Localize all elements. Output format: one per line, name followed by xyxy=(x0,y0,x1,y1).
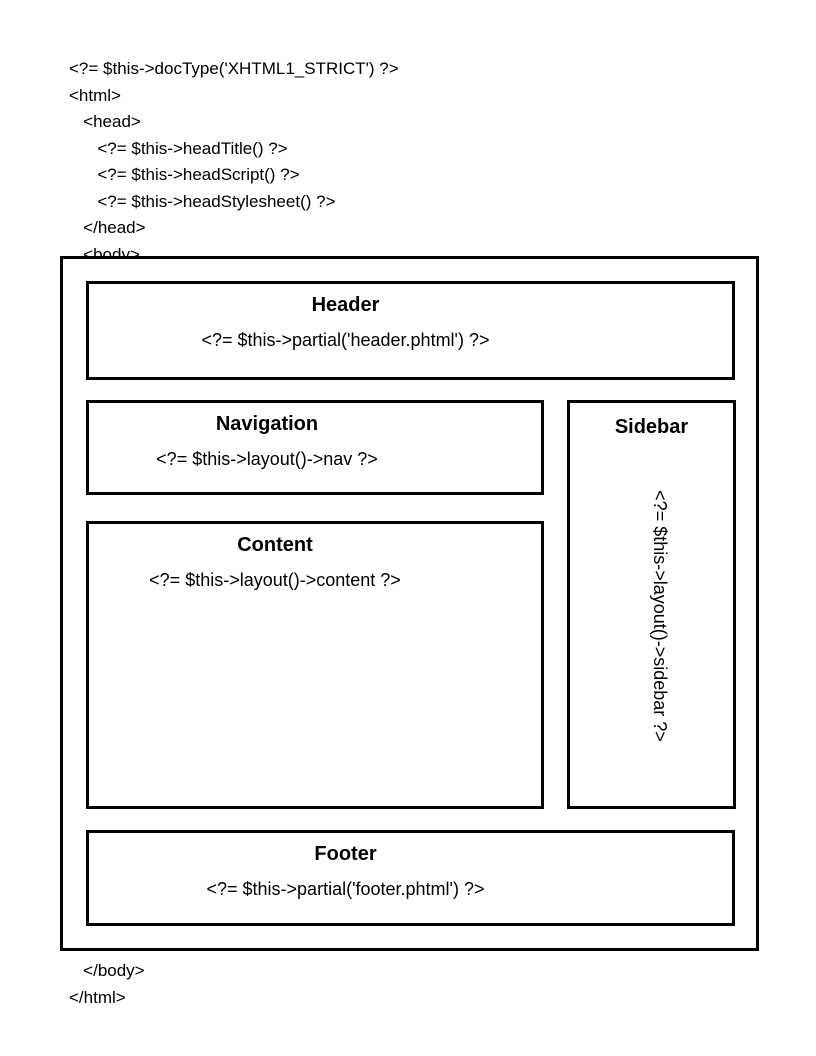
navigation-box-stack: Navigation <?= $this->layout()->nav ?> xyxy=(156,412,378,472)
content-box-code: <?= $this->layout()->content ?> xyxy=(149,570,401,590)
sidebar-box-code: <?= $this->layout()->sidebar ?> xyxy=(649,490,670,742)
code-line: <?= $this->headTitle() ?> xyxy=(69,138,288,158)
bottom-code-listing: </body> </html> xyxy=(69,958,145,1011)
header-box-stack: Header <?= $this->partial('header.phtml'… xyxy=(201,293,489,353)
content-box-stack: Content <?= $this->layout()->content ?> xyxy=(149,533,401,593)
content-box-content: Content <?= $this->layout()->content ?> xyxy=(89,533,541,593)
footer-box-stack: Footer <?= $this->partial('footer.phtml'… xyxy=(206,842,484,902)
header-box-content: Header <?= $this->partial('header.phtml'… xyxy=(89,293,732,353)
code-line: <?= $this->headStylesheet() ?> xyxy=(69,191,336,211)
footer-box-code: <?= $this->partial('footer.phtml') ?> xyxy=(206,879,485,899)
header-box-code: <?= $this->partial('header.phtml') ?> xyxy=(201,330,490,350)
code-line: </head> xyxy=(69,218,146,237)
header-box-title: Header xyxy=(311,294,380,316)
top-code-listing: <?= $this->docType('XHTML1_STRICT') ?> <h… xyxy=(69,56,399,268)
code-line: </html> xyxy=(69,987,126,1007)
code-line: <?= $this->docType('XHTML1_STRICT') ?> xyxy=(69,59,399,78)
navigation-box-code: <?= $this->layout()->nav ?> xyxy=(156,449,378,469)
sidebar-box-code-wrapper: <?= $this->layout()->sidebar ?> xyxy=(570,455,733,805)
sidebar-box: Sidebar <?= $this->layout()->sidebar ?> xyxy=(567,400,736,809)
code-line: <?= $this->headScript() ?> xyxy=(69,165,300,184)
code-line: <html> xyxy=(69,85,121,105)
footer-box: Footer <?= $this->partial('footer.phtml'… xyxy=(86,830,735,926)
code-line: <head> xyxy=(69,112,141,131)
footer-box-title: Footer xyxy=(314,843,377,865)
content-box: Content <?= $this->layout()->content ?> xyxy=(86,521,544,809)
navigation-box: Navigation <?= $this->layout()->nav ?> xyxy=(86,400,544,495)
sidebar-box-title: Sidebar xyxy=(614,416,689,438)
navigation-box-title: Navigation xyxy=(215,413,319,435)
code-line: </body> xyxy=(69,961,145,980)
footer-box-content: Footer <?= $this->partial('footer.phtml'… xyxy=(89,842,732,902)
content-box-title: Content xyxy=(237,534,313,556)
navigation-box-content: Navigation <?= $this->layout()->nav ?> xyxy=(89,412,541,472)
header-box: Header <?= $this->partial('header.phtml'… xyxy=(86,281,735,380)
